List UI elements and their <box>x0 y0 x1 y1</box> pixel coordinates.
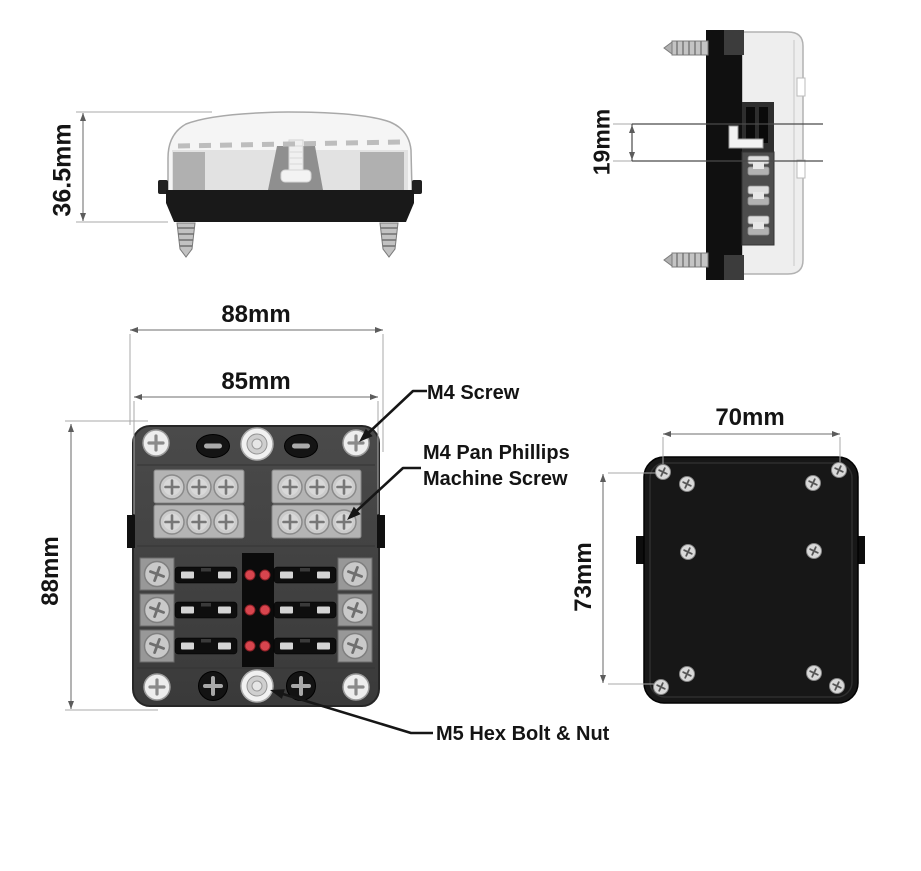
blade-fuse <box>273 637 337 655</box>
m4-corner-screw <box>141 428 171 458</box>
led-indicator <box>244 604 256 616</box>
mounting-screw <box>663 252 709 268</box>
front-view <box>65 327 433 735</box>
slot-screw <box>284 434 318 458</box>
terminal-screw <box>185 508 213 536</box>
front-height-dimension <box>65 420 158 711</box>
circuit-screw <box>336 556 374 592</box>
circuit-screw <box>336 628 374 664</box>
side-view <box>76 111 422 258</box>
m4-corner-screw <box>142 672 172 702</box>
metal-bracket <box>728 125 764 149</box>
cover-notch <box>796 159 806 179</box>
right-mount-tab <box>856 536 865 564</box>
back-screw <box>679 543 697 561</box>
mounting-screw <box>663 40 709 56</box>
left-mount-tab <box>636 536 645 564</box>
profile-depth-dimension <box>613 123 823 162</box>
dim-label-front-inner-width: 85mm <box>221 368 291 395</box>
callout-leaders <box>268 389 433 735</box>
back-plate <box>706 30 742 280</box>
circuit-screw <box>336 592 374 628</box>
dim-label-front-outer-width: 88mm <box>221 301 291 328</box>
fuse-blade <box>746 107 755 143</box>
back-device <box>636 456 865 704</box>
back-screw <box>805 664 823 682</box>
mounting-screw <box>379 222 399 258</box>
cover-notch <box>796 77 806 97</box>
terminal-screw <box>212 473 240 501</box>
led-indicator <box>244 640 256 652</box>
terminal-screw <box>303 473 331 501</box>
front-inner-width-dimension <box>133 394 379 514</box>
side-height-dimension <box>76 111 212 223</box>
mounting-screw <box>176 222 196 258</box>
profile-view <box>613 30 823 280</box>
back-screw <box>678 475 696 493</box>
right-mount-tab <box>377 515 385 548</box>
terminal-screw <box>330 473 358 501</box>
led-indicator <box>244 569 256 581</box>
callout-m4-pan-phillips-machine-screw: M4 Pan Phillips Machine Screw <box>423 442 570 490</box>
base-body <box>166 190 414 222</box>
cross-screw <box>196 669 230 703</box>
back-inner-line <box>649 462 853 698</box>
cover-clip-row <box>177 139 403 149</box>
m5-hex-nut-bottom <box>240 669 274 703</box>
back-screw <box>804 474 822 492</box>
m4-corner-screw <box>341 672 371 702</box>
slot-screw <box>196 434 230 458</box>
front-outer-width-dimension <box>129 327 384 452</box>
side-view-device <box>158 111 422 258</box>
back-screw <box>830 461 848 479</box>
back-view <box>600 431 865 704</box>
circuit-screw <box>138 592 176 628</box>
plate-bottom-cap <box>724 255 744 280</box>
dim-label-back-height: 73mm <box>570 542 597 612</box>
front-device <box>127 425 385 707</box>
fuse-blade <box>759 107 768 143</box>
back-width-dimension <box>662 431 841 464</box>
left-mount-tab <box>127 515 135 548</box>
plate-top-cap <box>724 30 744 55</box>
terminal-screw <box>158 473 186 501</box>
terminal-screw <box>276 473 304 501</box>
back-body <box>643 456 859 704</box>
back-screw <box>654 463 672 481</box>
right-mount-tab <box>412 180 422 194</box>
blade-fuse <box>273 601 337 619</box>
back-screw <box>652 678 670 696</box>
terminal-screw <box>303 508 331 536</box>
circuit-screw <box>138 556 176 592</box>
terminal-screw <box>212 508 240 536</box>
back-screw <box>828 677 846 695</box>
terminal-screw <box>276 508 304 536</box>
blade-fuse <box>273 566 337 584</box>
dim-label-side-height: 36.5mm <box>48 123 77 217</box>
terminal-screw <box>185 473 213 501</box>
profile-device <box>663 30 806 280</box>
blade-fuse <box>174 601 238 619</box>
back-height-dimension <box>600 472 656 685</box>
callout-m5-hex-bolt-nut: M5 Hex Bolt & Nut <box>436 723 610 745</box>
led-indicator <box>259 640 271 652</box>
dim-label-profile-depth: 19mm <box>588 108 615 176</box>
left-mount-tab <box>158 180 168 194</box>
m5-hex-nut-top <box>240 427 274 461</box>
dim-label-front-height: 88mm <box>37 536 64 606</box>
terminal-screw <box>158 508 186 536</box>
back-screw <box>805 542 823 560</box>
dim-label-back-width: 70mm <box>715 404 785 431</box>
led-indicator <box>259 569 271 581</box>
blade-fuse <box>174 637 238 655</box>
blade-fuse <box>174 566 238 584</box>
transparent-cover <box>167 111 413 193</box>
led-indicator <box>259 604 271 616</box>
callout-m4-screw: M4 Screw <box>427 382 520 404</box>
circuit-screw <box>138 628 176 664</box>
back-screw <box>678 665 696 683</box>
